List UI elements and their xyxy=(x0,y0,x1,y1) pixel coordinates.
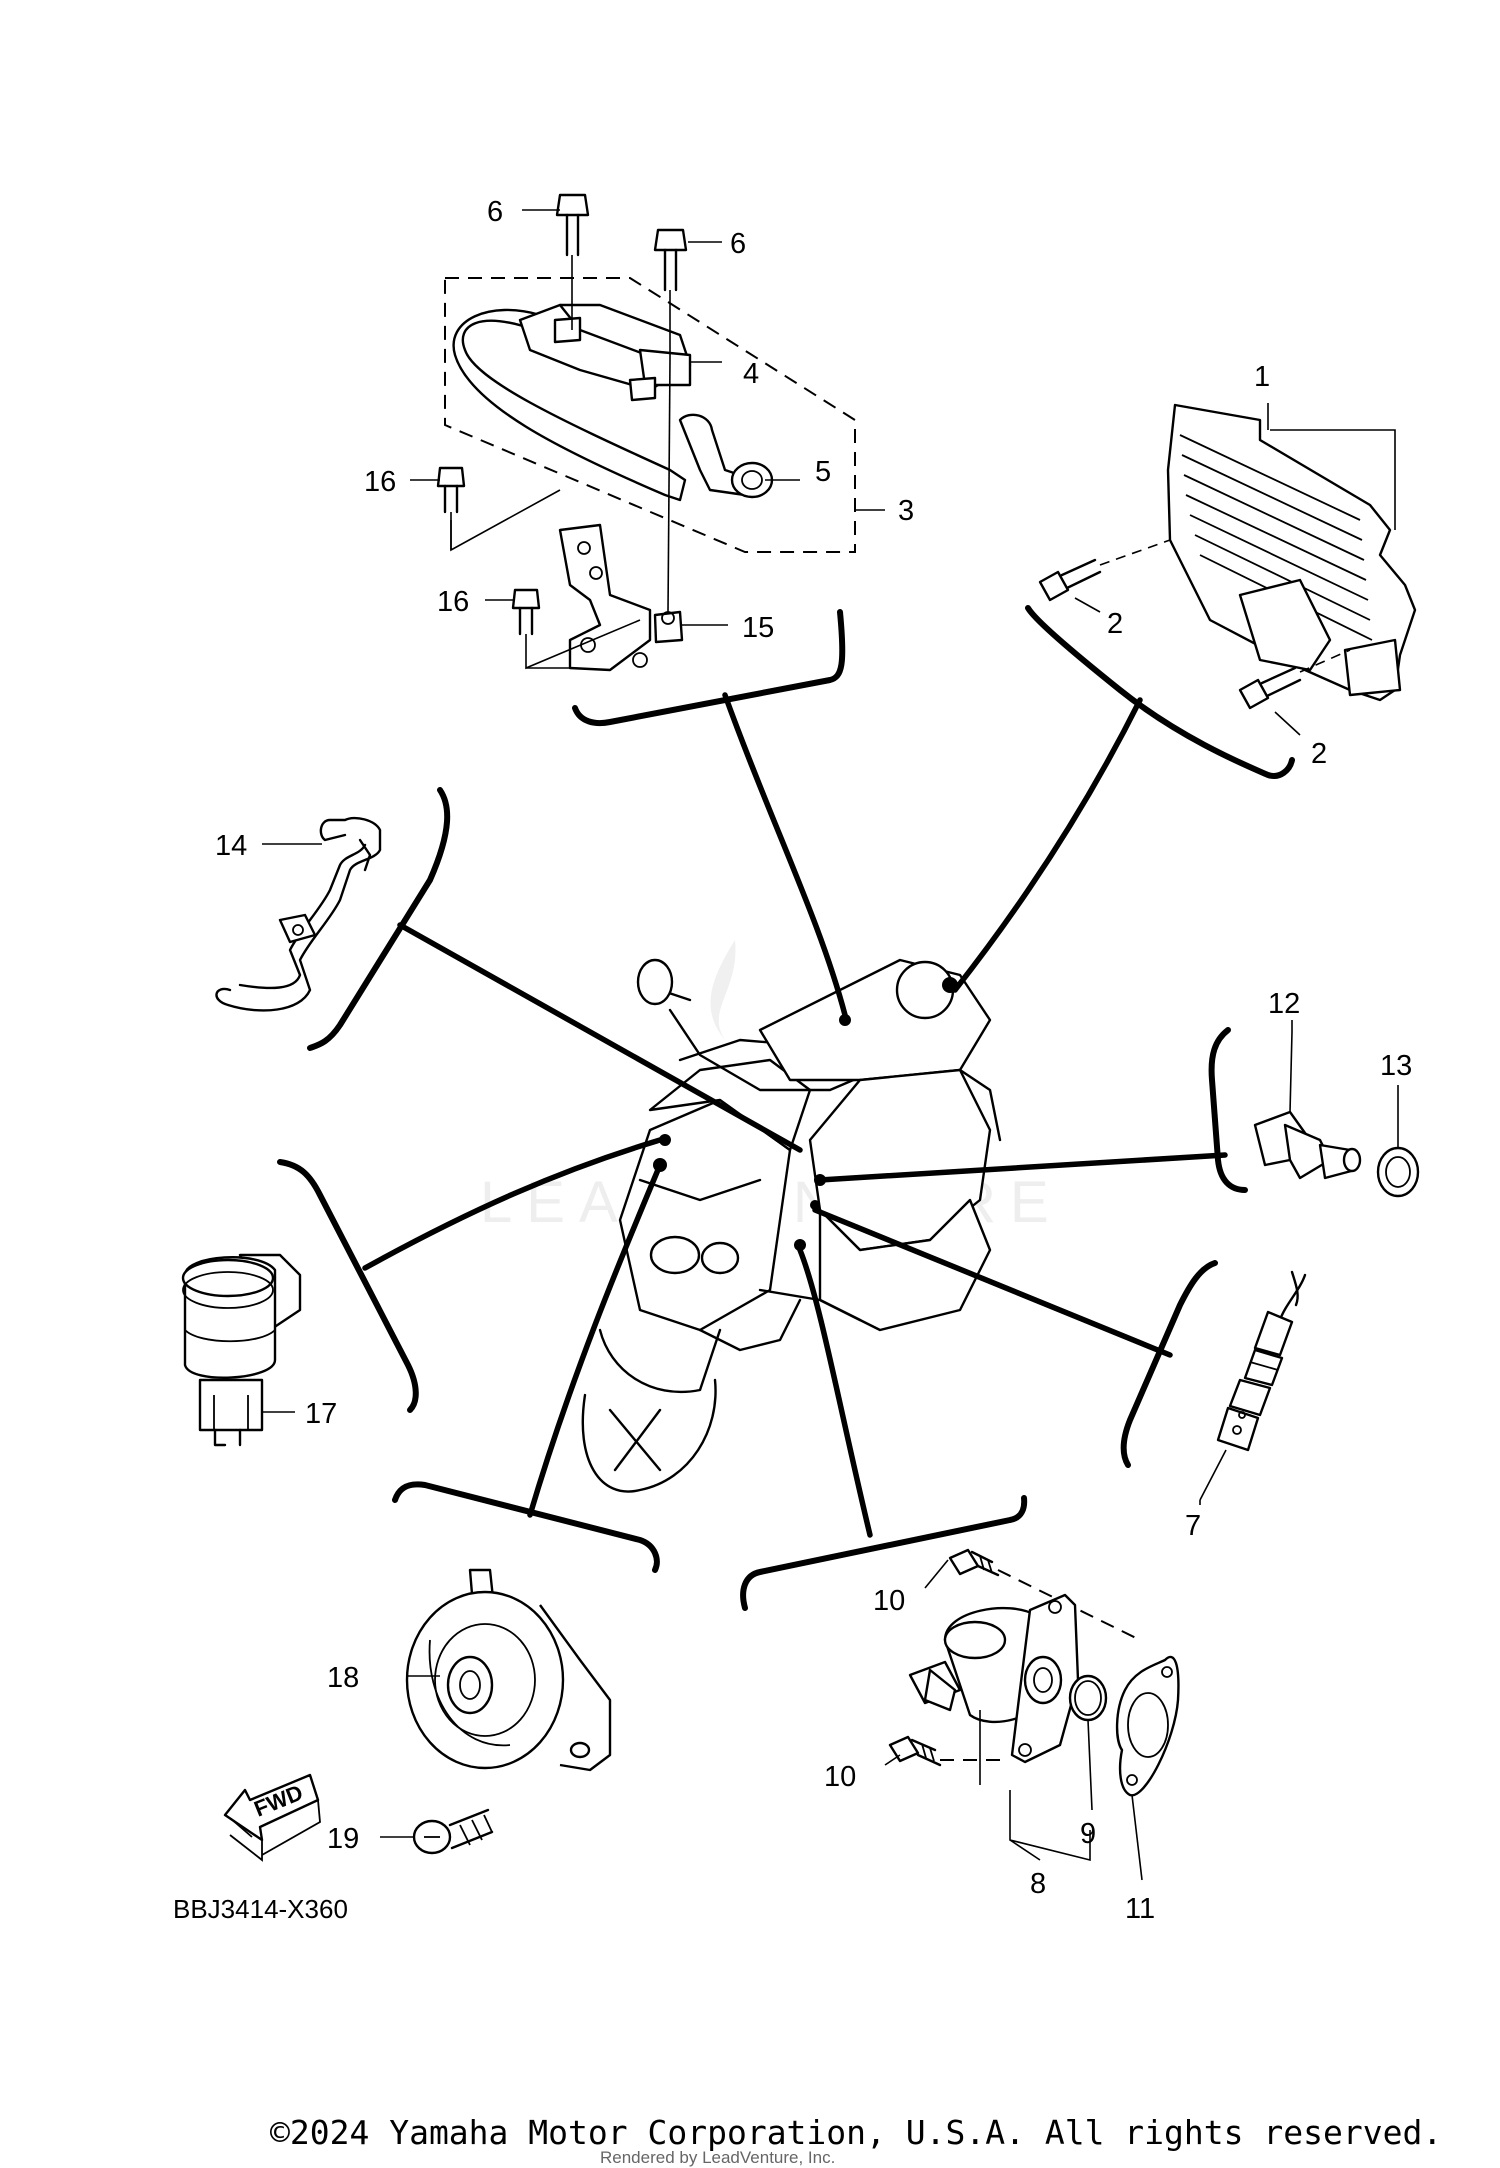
fwd-arrow-icon: FWD xyxy=(223,1773,321,1862)
callout-11: 11 xyxy=(1125,1893,1155,1925)
idle-speed-control-group xyxy=(888,1548,1180,1881)
callout-15: 15 xyxy=(742,612,774,644)
callout-2-lower: 2 xyxy=(1311,738,1327,770)
scooter-illustration xyxy=(581,958,1002,1493)
ignition-coil-group xyxy=(436,193,856,672)
connector-lines xyxy=(362,692,1228,1538)
callout-6-right: 6 xyxy=(730,228,746,260)
callout-16-upper: 16 xyxy=(364,466,396,498)
assembly-outline-3 xyxy=(444,277,856,553)
copyright-notice: ©2024 Yamaha Motor Corporation, U.S.A. A… xyxy=(270,2113,1443,2152)
callout-17: 17 xyxy=(305,1398,337,1430)
callout-1: 1 xyxy=(1254,361,1270,393)
diagram-code: BBJ3414-X360 xyxy=(173,1894,348,1924)
rendered-by-notice: Rendered by LeadVenture, Inc. xyxy=(600,2148,836,2167)
ecu-unit xyxy=(1038,403,1417,710)
callout-numbers: 1 2 2 3 4 5 6 6 7 8 9 10 10 11 12 13 14 … xyxy=(215,196,1412,1925)
callout-2-upper: 2 xyxy=(1107,608,1123,640)
callout-10-upper: 10 xyxy=(873,1585,905,1617)
callout-3: 3 xyxy=(898,495,914,527)
callout-8: 8 xyxy=(1030,1868,1046,1900)
watermark-flame-icon xyxy=(710,940,736,1040)
leader-lines xyxy=(262,209,1399,1766)
callout-14: 14 xyxy=(215,830,247,862)
callout-18: 18 xyxy=(327,1662,359,1694)
callout-16-lower: 16 xyxy=(437,586,469,618)
callout-12: 12 xyxy=(1268,988,1300,1020)
temperature-sensor xyxy=(1253,1031,1420,1198)
callout-9: 9 xyxy=(1080,1818,1096,1850)
o2-sensor xyxy=(1199,1270,1307,1501)
horn xyxy=(380,1568,612,1855)
relay-unit xyxy=(181,1253,302,1447)
callout-4: 4 xyxy=(743,358,759,390)
callout-13: 13 xyxy=(1380,1050,1412,1082)
callout-19: 19 xyxy=(327,1823,359,1855)
harness-clamp xyxy=(215,816,382,1012)
callout-7: 7 xyxy=(1185,1510,1201,1542)
callout-5: 5 xyxy=(815,456,831,488)
callout-10-lower: 10 xyxy=(824,1761,856,1793)
callout-6-left: 6 xyxy=(487,196,503,228)
group-brackets xyxy=(277,605,1295,1611)
